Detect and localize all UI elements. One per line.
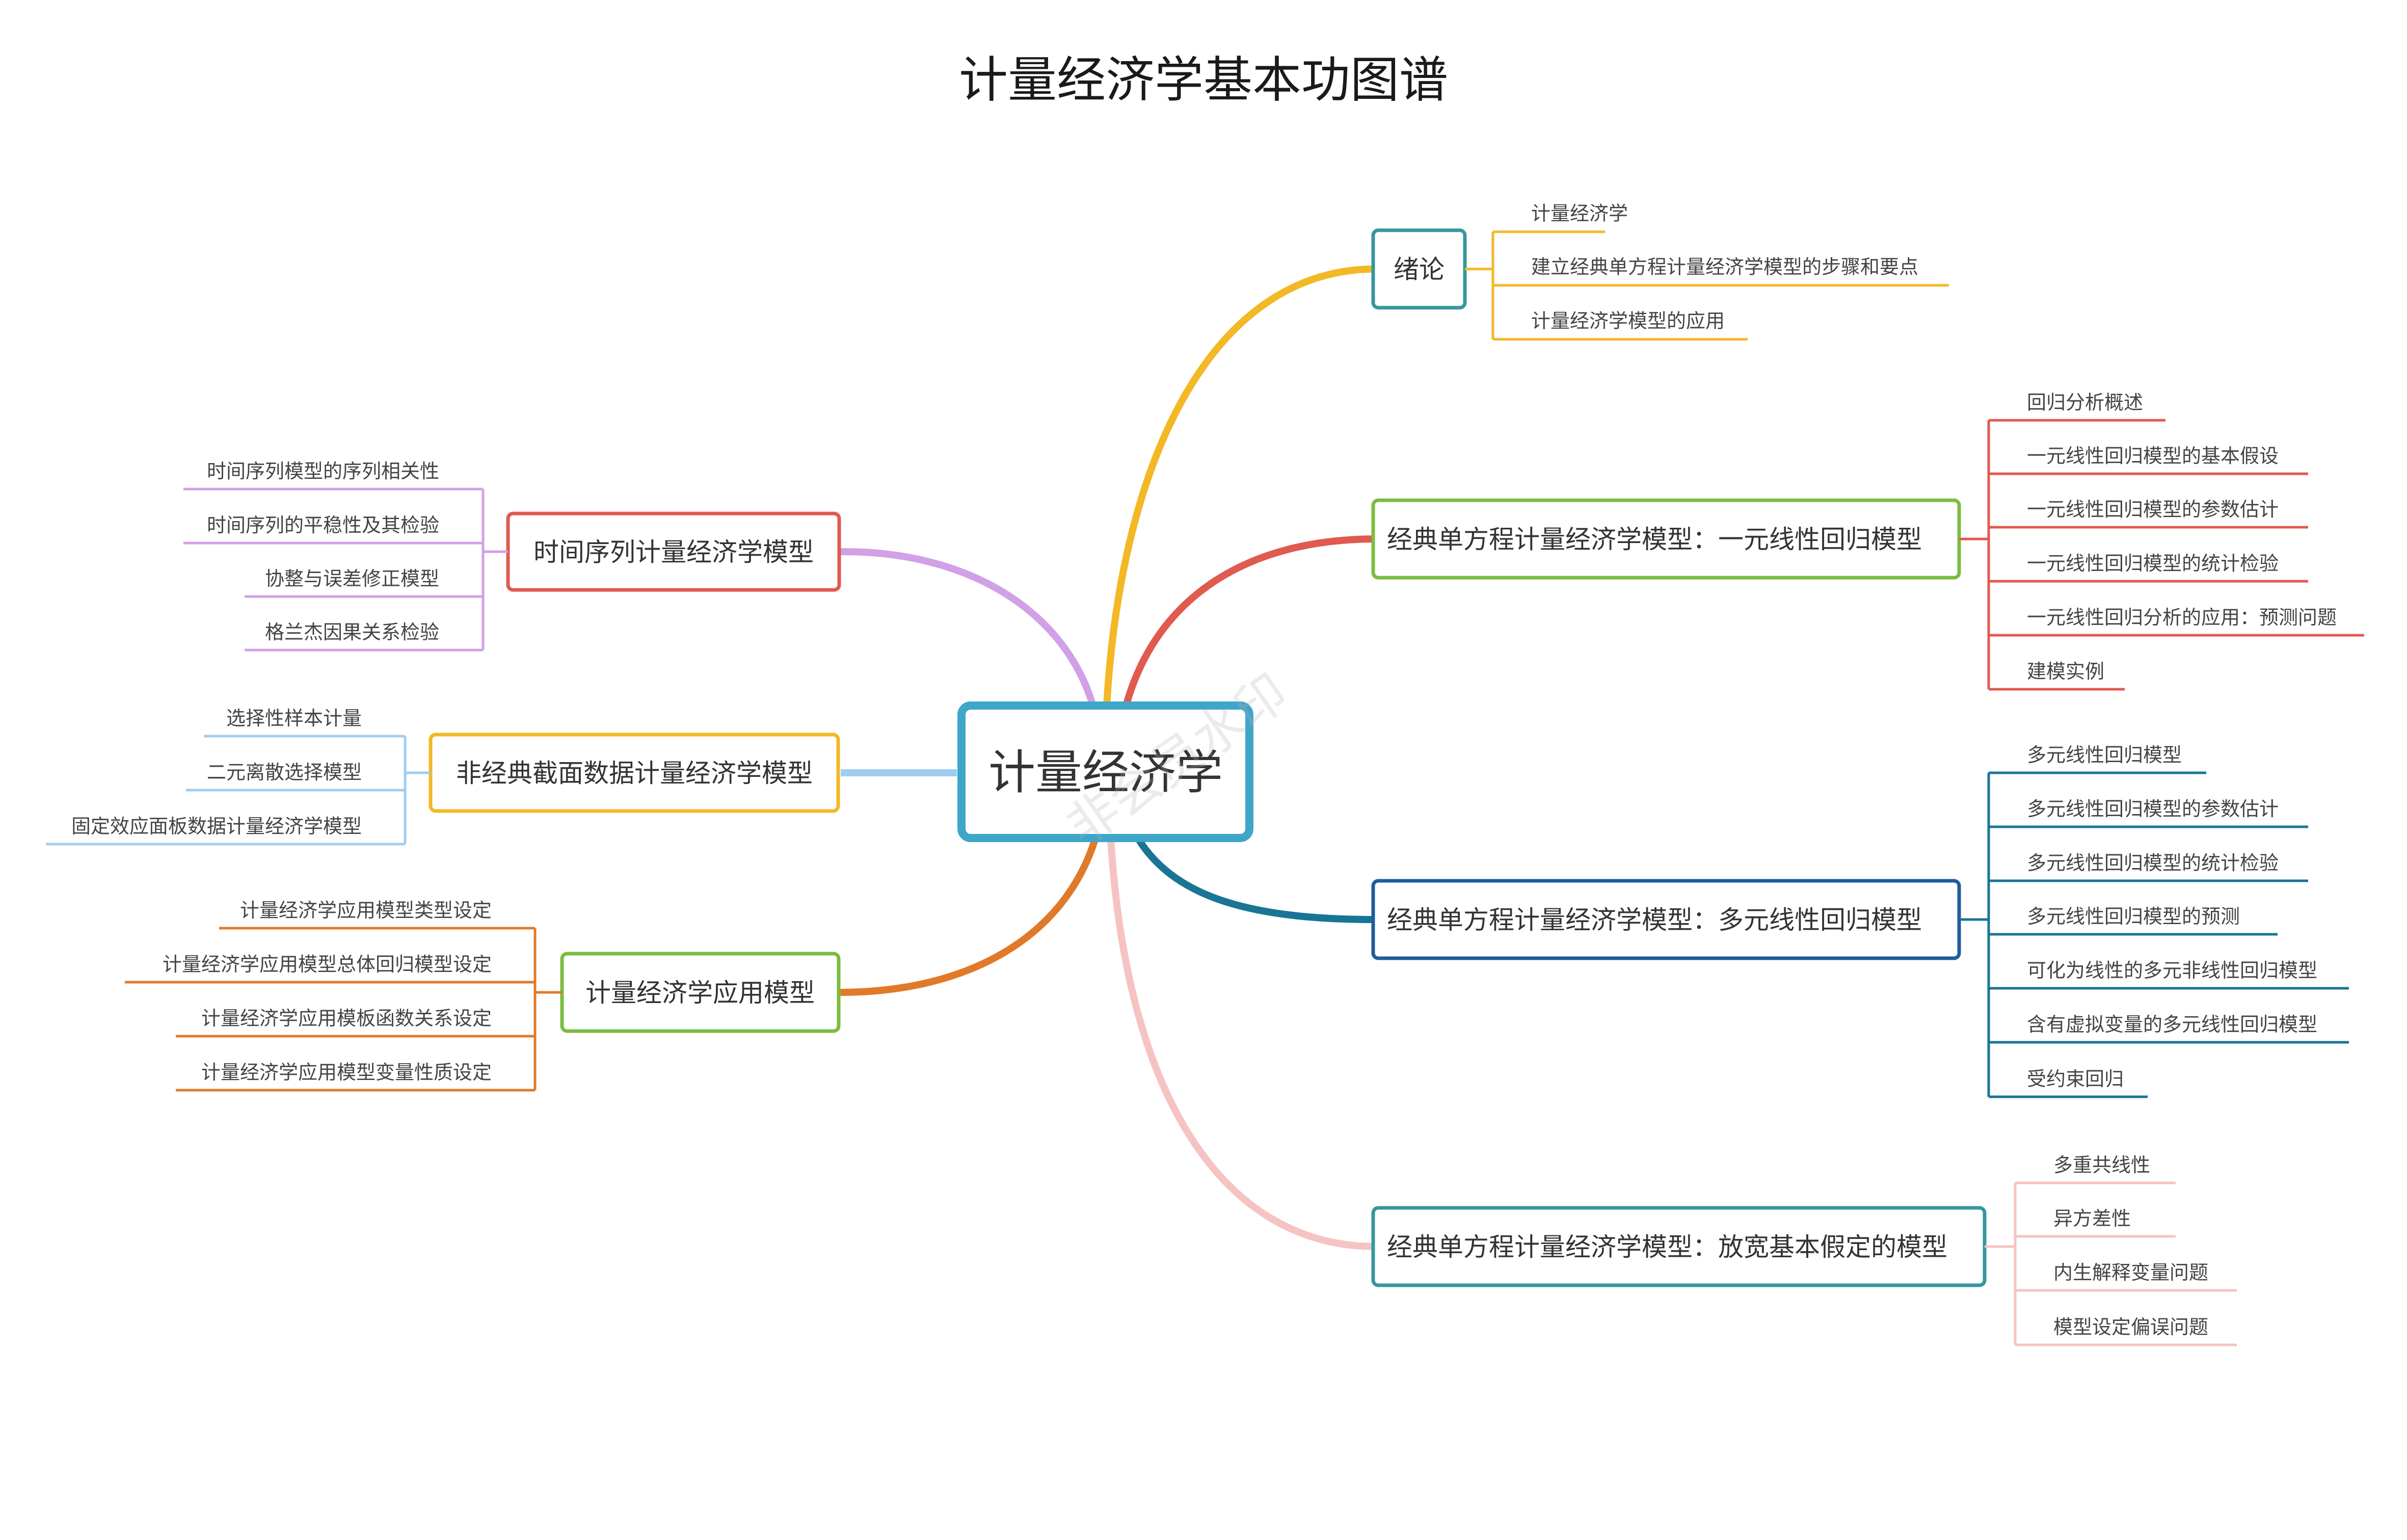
leaves-single-linear <box>1959 419 2364 691</box>
leaf-relaxed-2: 异方差性 <box>2053 1207 2131 1230</box>
branch-cross-section-label: 非经典截面数据计量经济学模型 <box>456 759 813 788</box>
leaf-multi-linear-2: 多元线性回归模型的参数估计 <box>2027 798 2279 820</box>
leaf-time-series-2: 时间序列的平稳性及其检验 <box>207 514 439 536</box>
connector-time-series <box>839 548 1096 707</box>
leaf-time-series-1: 时间序列模型的序列相关性 <box>207 460 439 482</box>
branch-multi-linear[interactable]: 经典单方程计量经济学模型：多元线性回归模型 <box>1371 879 1961 960</box>
leaves-multi-linear <box>1959 771 2349 1098</box>
branch-relaxed-label: 经典单方程计量经济学模型：放宽基本假定的模型 <box>1387 1232 1947 1262</box>
leaf-relaxed-1: 多重共线性 <box>2053 1154 2150 1176</box>
branch-relaxed[interactable]: 经典单方程计量经济学模型：放宽基本假定的模型 <box>1371 1206 1987 1287</box>
branch-intro[interactable]: 绪论 <box>1371 228 1467 310</box>
leaf-relaxed-3: 内生解释变量问题 <box>2053 1261 2208 1284</box>
connector-single-linear <box>1122 535 1376 707</box>
leaf-cross-section-1: 选择性样本计量 <box>226 707 362 730</box>
leaf-intro-1: 计量经济学 <box>1531 202 1628 225</box>
center-label: 计量经济学 <box>988 745 1223 800</box>
page-title: 计量经济学基本功图谱 <box>959 51 1448 109</box>
leaves-intro <box>1465 230 1949 341</box>
leaf-application-3: 计量经济学应用模板函数关系设定 <box>201 1007 492 1030</box>
leaf-single-linear-6: 建模实例 <box>2027 660 2104 683</box>
leaf-single-linear-5: 一元线性回归分析的应用：预测问题 <box>2027 606 2337 629</box>
leaf-multi-linear-6: 含有虚拟变量的多元线性回归模型 <box>2027 1013 2317 1036</box>
leaf-multi-linear-3: 多元线性回归模型的统计检验 <box>2027 852 2279 874</box>
leaf-single-linear-2: 一元线性回归模型的基本假设 <box>2027 445 2279 467</box>
branch-single-linear-label: 经典单方程计量经济学模型：一元线性回归模型 <box>1387 525 1922 554</box>
branch-time-series-label: 时间序列计量经济学模型 <box>533 537 814 567</box>
leaf-multi-linear-7: 受约束回归 <box>2027 1068 2124 1090</box>
leaf-time-series-3: 协整与误差修正模型 <box>265 568 439 590</box>
leaf-application-4: 计量经济学应用模型变量性质设定 <box>201 1061 492 1084</box>
leaf-intro-2: 建立经典单方程计量经济学模型的步骤和要点 <box>1531 256 1918 278</box>
leaf-multi-linear-5: 可化为线性的多元非线性回归模型 <box>2027 959 2317 982</box>
leaf-single-linear-4: 一元线性回归模型的统计检验 <box>2027 552 2279 575</box>
branch-intro-label: 绪论 <box>1394 255 1445 284</box>
leaves-application <box>125 927 562 1092</box>
branch-single-linear[interactable]: 经典单方程计量经济学模型：一元线性回归模型 <box>1371 498 1961 580</box>
connector-intro <box>1103 265 1376 706</box>
leaf-cross-section-3: 固定效应面板数据计量经济学模型 <box>71 815 362 837</box>
connector-application <box>839 836 1099 996</box>
leaf-relaxed-4: 模型设定偏误问题 <box>2053 1316 2208 1338</box>
connector-relaxed <box>1107 837 1376 1250</box>
leaves-cross-section <box>46 735 431 846</box>
branch-cross-section[interactable]: 非经典截面数据计量经济学模型 <box>429 733 840 813</box>
branch-application[interactable]: 计量经济学应用模型 <box>560 952 841 1033</box>
leaves-time-series <box>183 488 508 652</box>
leaf-multi-linear-4: 多元线性回归模型的预测 <box>2027 905 2240 928</box>
leaf-multi-linear-1: 多元线性回归模型 <box>2027 744 2182 766</box>
leaf-cross-section-2: 二元离散选择模型 <box>207 761 362 783</box>
branch-time-series[interactable]: 时间序列计量经济学模型 <box>506 511 841 592</box>
center-node[interactable]: 计量经济学 <box>957 701 1253 842</box>
connector-multi-linear <box>1133 833 1376 923</box>
leaf-application-2: 计量经济学应用模型总体回归模型设定 <box>163 953 492 976</box>
leaf-application-1: 计量经济学应用模型类型设定 <box>240 899 492 922</box>
branch-application-label: 计量经济学应用模型 <box>585 978 815 1008</box>
branch-multi-linear-label: 经典单方程计量经济学模型：多元线性回归模型 <box>1387 905 1922 935</box>
leaf-time-series-4: 格兰杰因果关系检验 <box>265 621 439 643</box>
leaves-relaxed <box>1985 1181 2237 1346</box>
leaf-single-linear-3: 一元线性回归模型的参数估计 <box>2027 498 2279 521</box>
leaf-single-linear-1: 回归分析概述 <box>2027 391 2143 414</box>
leaf-intro-3: 计量经济学模型的应用 <box>1531 310 1725 332</box>
